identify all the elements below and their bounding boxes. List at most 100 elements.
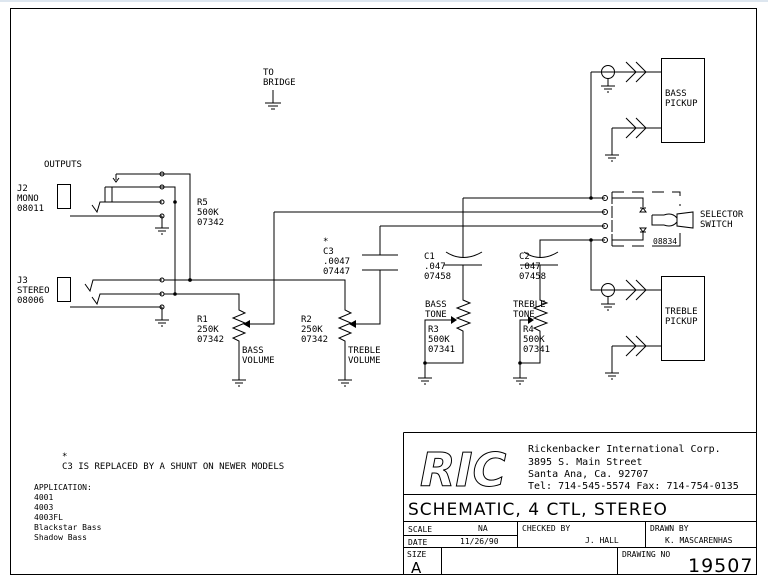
switch-lever-icon: [651, 211, 694, 229]
note-asterisk: *: [62, 452, 67, 462]
c1-value: .047: [424, 262, 446, 272]
r3-value: 500K: [428, 335, 450, 345]
ground-icon: [601, 296, 615, 311]
c2-part: 07458: [519, 272, 546, 282]
ground-icon: [70, 215, 169, 235]
title-block: RIC Rickenbacker International Corp. 389…: [403, 432, 757, 577]
treble-pickup-label-2: PICKUP: [665, 317, 698, 327]
c3-part: 07447: [323, 267, 350, 277]
jack-body-icon: [57, 184, 71, 209]
drawing-no-value: 19507: [688, 555, 753, 577]
capacitor-curve-icon: [523, 251, 559, 258]
ground-icon: [265, 90, 281, 110]
ground-icon: [601, 78, 615, 93]
r3-ref: R3: [428, 325, 439, 335]
j2-type: MONO: [17, 194, 39, 204]
checked-by-value: J. HALL: [585, 536, 619, 545]
r1-ref: R1: [197, 315, 208, 325]
c3-ref: C3: [323, 247, 334, 257]
capacitor-curve-icon: [445, 251, 483, 258]
r1-func-1: BASS: [242, 346, 264, 356]
date-label: DATE: [408, 538, 427, 547]
jack-body-icon: [57, 277, 71, 302]
treble-pickup-label-1: TREBLE: [665, 307, 698, 317]
r2-treble-volume-pot: R2 250K 07342 TREBLE VOLUME: [301, 305, 381, 387]
drawing-border: [10, 8, 757, 575]
pickup-box-icon: [661, 276, 705, 361]
r2-func-2: VOLUME: [348, 356, 381, 366]
company-address-2: Santa Ana, Ca. 92707: [528, 469, 648, 480]
ground-icon: [513, 363, 527, 385]
r1-value: 250K: [197, 325, 219, 335]
r2-part: 07342: [301, 335, 328, 345]
r3-func-2: TONE: [425, 310, 447, 320]
company-address-1: 3895 S. Main Street: [528, 457, 642, 468]
scale-label: SCALE: [408, 525, 432, 534]
outputs-label: OUTPUTS: [44, 160, 82, 170]
potentiometer-icon: [337, 305, 353, 387]
switch-part-number: 08834: [653, 237, 677, 246]
connector-icon: [625, 61, 647, 83]
c1-r3-bass-tone: C1 .047 07458 BASS TONE R3 500K 07341: [418, 198, 483, 385]
to-bridge-ground: TO BRIDGE: [263, 68, 296, 110]
treble-pickup: TREBLE PICKUP: [590, 276, 705, 380]
pickup-box-icon: [661, 58, 705, 143]
notes: * C3 IS REPLACED BY A SHUNT ON NEWER MOD…: [34, 452, 284, 542]
checked-by-label: CHECKED BY: [522, 524, 570, 533]
capacitor-icon: [362, 254, 398, 271]
c3-value: .0047: [323, 257, 350, 267]
application-item: Shadow Bass: [34, 533, 87, 542]
c1-ref: C1: [424, 252, 435, 262]
r1-func-2: VOLUME: [242, 356, 275, 366]
r4-ref: R4: [523, 325, 534, 335]
j3-stereo-jack: J3 STEREO 08006: [17, 276, 346, 327]
r4-func-1: TREBLE: [513, 300, 546, 310]
ric-logo: RIC: [420, 443, 508, 498]
application-item: 4001: [34, 493, 53, 502]
r3-part: 07341: [428, 345, 455, 355]
c2-ref: C2: [519, 252, 530, 262]
r5-part: 07342: [197, 218, 224, 228]
c3-asterisk: *: [323, 237, 328, 247]
connector-icon: [625, 279, 647, 301]
r3-func-1: BASS: [425, 300, 447, 310]
r4-value: 500K: [523, 335, 545, 345]
size-label: SIZE: [407, 550, 426, 559]
j3-label: J3: [17, 276, 28, 286]
company-name: Rickenbacker International Corp.: [528, 444, 721, 455]
potentiometer-icon: [231, 305, 247, 387]
scale-value: NA: [478, 524, 488, 533]
application-item: 4003FL: [34, 513, 63, 522]
j2-label: J2: [17, 184, 28, 194]
application-item: 4003: [34, 503, 53, 512]
j2-mono-jack: J2 MONO 08011: [17, 171, 191, 294]
ric-logo-text: RIC: [420, 443, 507, 497]
bass-pickup-label-2: PICKUP: [665, 99, 698, 109]
c2-r4-treble-tone: C2 .047 07458 TREBLE TONE R4 500K 07341: [513, 239, 559, 385]
ground-icon: [605, 127, 661, 162]
application-item: Blackstar Bass: [34, 523, 102, 532]
drawing-no-label: DRAWING NO: [622, 550, 670, 559]
switch-contact-icon: [639, 207, 647, 213]
date-value: 11/26/90: [460, 537, 499, 546]
switch-label-1: SELECTOR: [700, 210, 744, 220]
size-value: A: [411, 559, 422, 577]
drawn-by-value: K. MASCARENHAS: [665, 536, 733, 545]
j2-part: 08011: [17, 204, 44, 214]
r2-func-1: TREBLE: [348, 346, 381, 356]
r5-value: 500K: [197, 208, 219, 218]
selector-switch: SELECTOR SWITCH 08834: [589, 72, 744, 285]
switch-label-2: SWITCH: [700, 220, 733, 230]
r5-ref: R5: [197, 198, 208, 208]
r2-value: 250K: [301, 325, 323, 335]
company-phone: Tel: 714-545-5574 Fax: 714-754-0135: [528, 481, 739, 492]
r5-resistor-label: R5 500K 07342: [197, 198, 224, 228]
to-bridge-label-2: BRIDGE: [263, 78, 296, 88]
drawing-title: SCHEMATIC, 4 CTL, STEREO: [408, 500, 668, 520]
r1-bass-volume-pot: R1 250K 07342 BASS VOLUME: [197, 305, 275, 387]
ground-icon: [418, 363, 432, 385]
c3-capacitor: * C3 .0047 07447: [323, 237, 398, 277]
r4-part: 07341: [523, 345, 550, 355]
r1-part: 07342: [197, 335, 224, 345]
